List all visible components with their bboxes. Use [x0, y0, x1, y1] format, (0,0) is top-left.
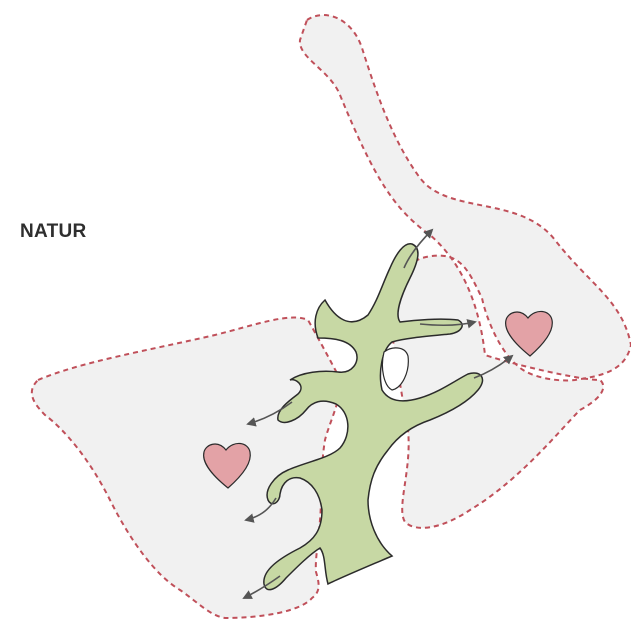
diagram: NATUR — [0, 0, 631, 628]
diagram-canvas — [0, 0, 631, 628]
